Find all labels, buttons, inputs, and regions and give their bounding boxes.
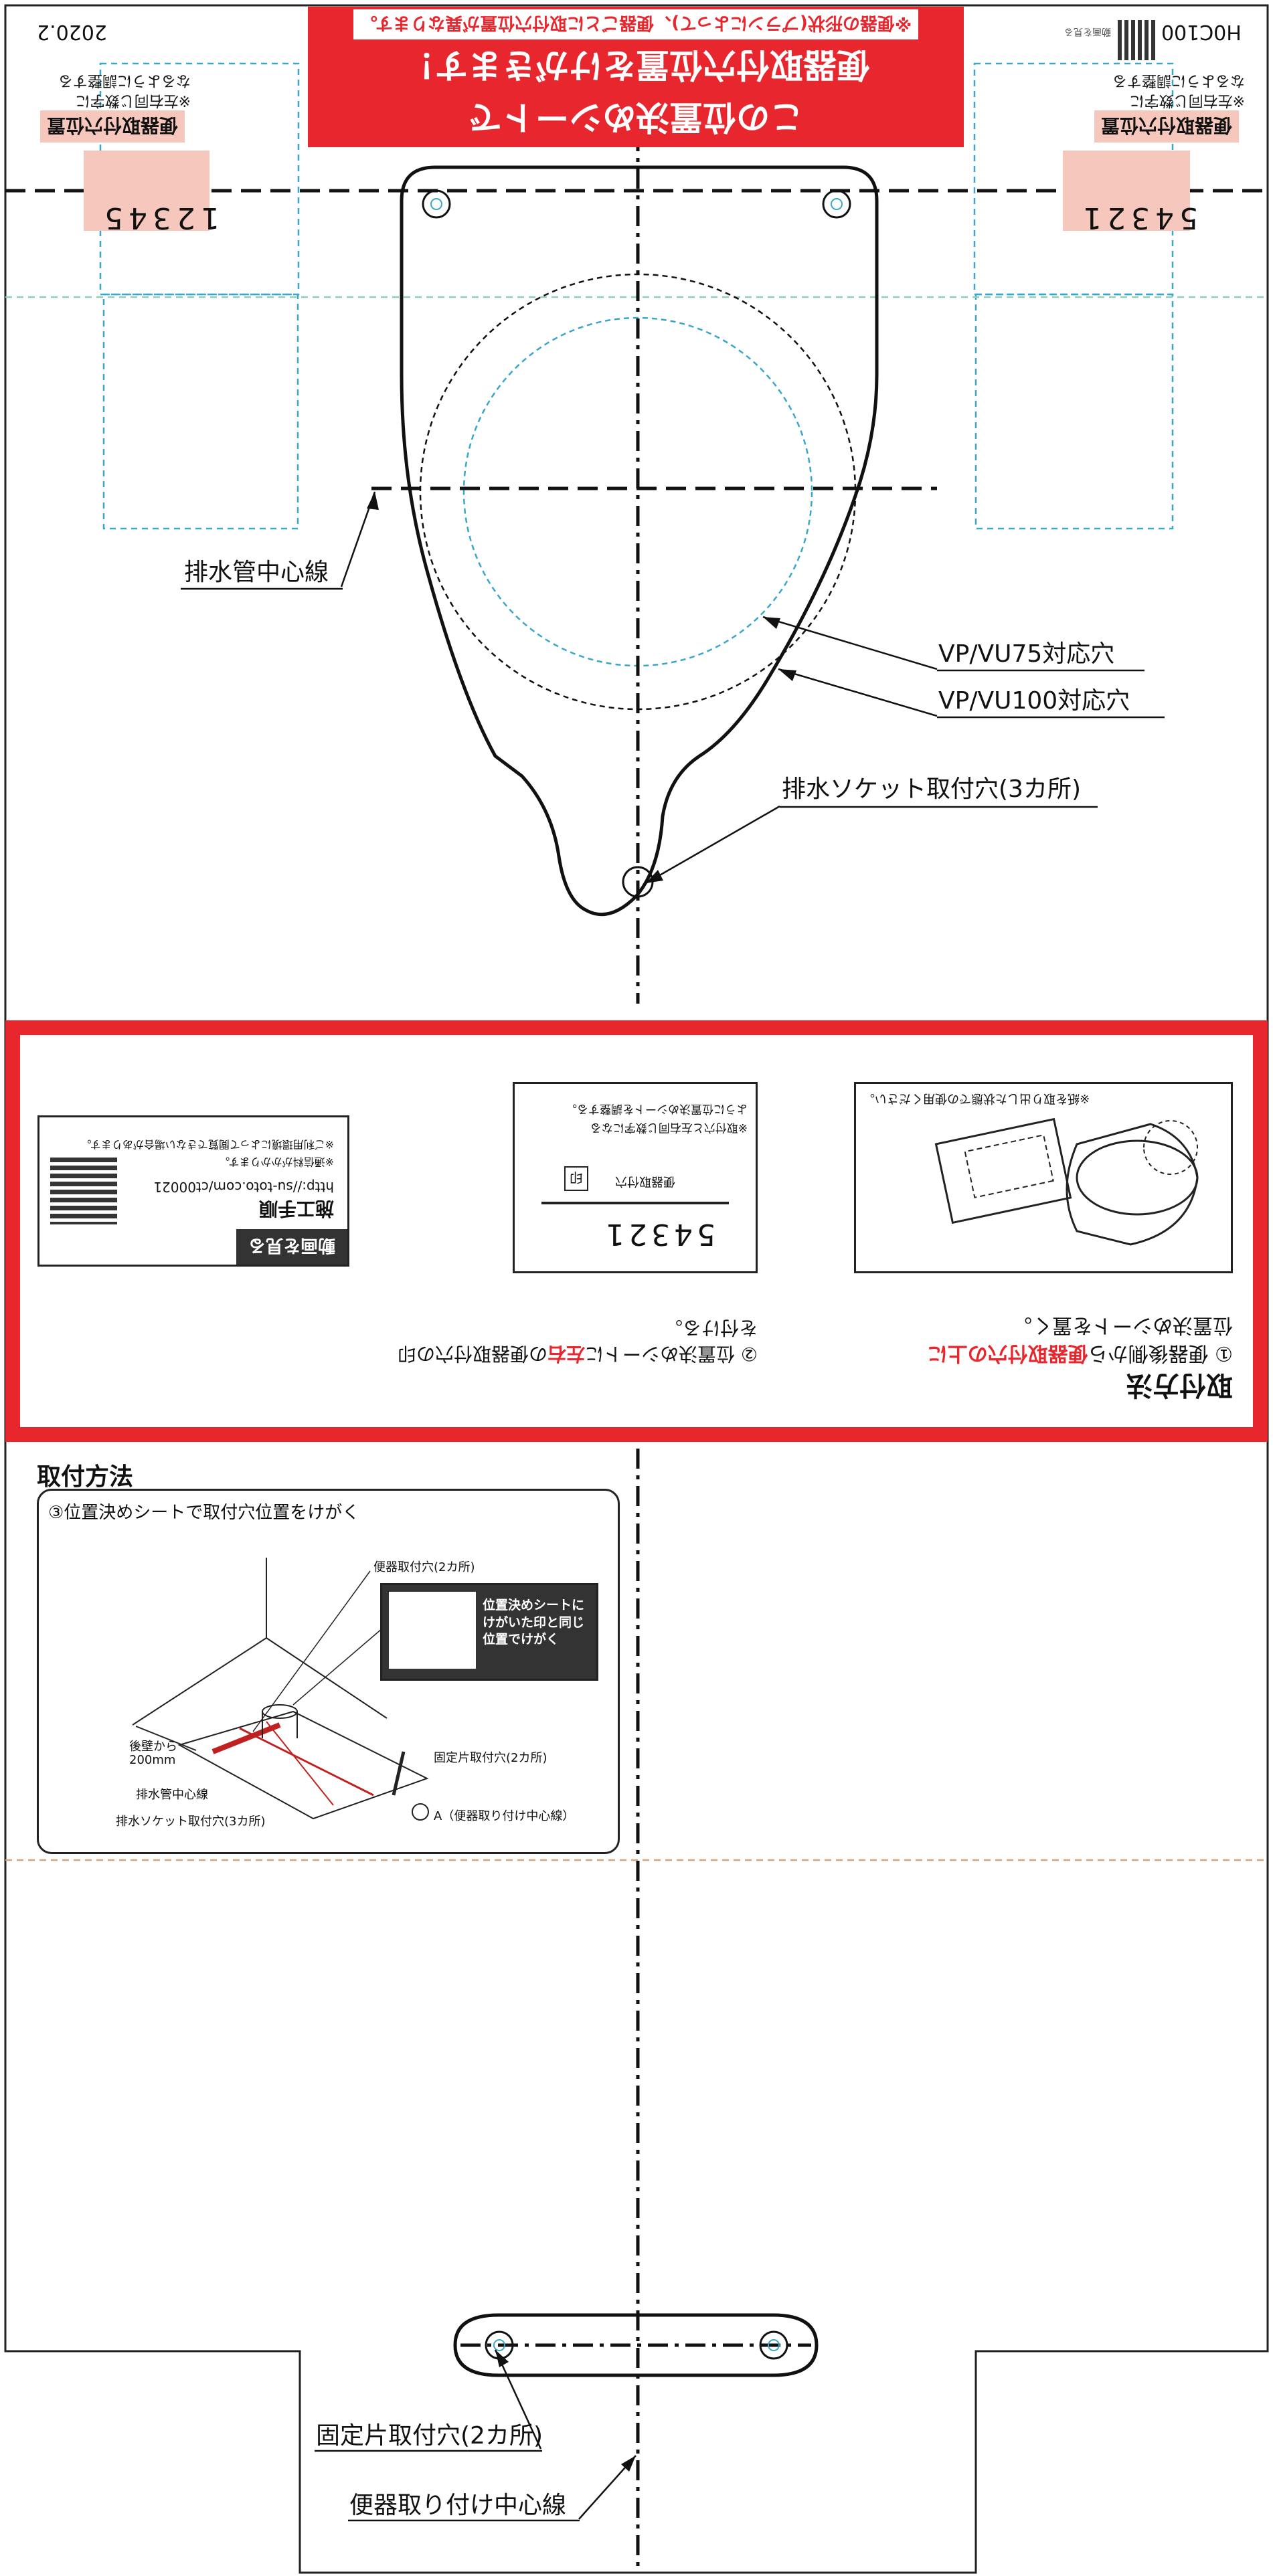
band-step2-note1: ※取付穴と左右同じ数字になる — [590, 1121, 748, 1134]
right-marker-title: 便器取付穴位置 — [1094, 110, 1240, 143]
method-panel: ③位置決めシートで取付穴位置をけがく 便器取付穴(2カ所) 位置決めシートに け… — [37, 1489, 620, 1854]
method-lbl-toilet-holes: 便器取付穴(2カ所) — [373, 1560, 475, 1574]
method-lbl-wall: 後壁から — [129, 1740, 177, 1754]
socket-label: 排水ソケット取付穴(3カ所) — [782, 775, 1081, 803]
vp75-label: VP/VU75対応穴 — [938, 640, 1115, 668]
band-step1-note: ※紙を取り出した状態での使用ください。 — [863, 1091, 1090, 1105]
right-marker-notes: ※左右同じ数字に なるように調整する — [1112, 72, 1245, 109]
right-marker-digits: 54321 — [1078, 201, 1198, 235]
method-inset: 位置決めシートに けがいた印と同じ 位置でけがく — [380, 1583, 598, 1681]
band-video-url[interactable]: http://su-toto.com/ct00021 — [153, 1179, 334, 1195]
band-illustration-2: 54321 便器取付穴 印 ※取付穴と左右同じ数字になる ように位置決めシートを… — [513, 1082, 758, 1273]
band-video-note1: ※通信料がかかります。 — [219, 1156, 334, 1168]
left-marker-title: 便器取付穴位置 — [40, 110, 185, 143]
band-step1: ① 便器後側から便器取付穴の上に 位置決めシートを置く。 — [927, 1313, 1233, 1365]
mount-hole-right — [822, 189, 851, 219]
center-line-label: 便器取り付け中心線 — [349, 2492, 567, 2519]
band-step2-note2: ように位置決めシートを調整する。 — [566, 1102, 748, 1115]
date-label: 2020.2 — [37, 20, 107, 43]
method-title: 取付方法 — [37, 1463, 134, 1491]
mount-hole-left — [422, 189, 451, 219]
band-video-note2: ※ご利用環境によって閲覧できない場合があります。 — [80, 1138, 334, 1151]
vp100-label: VP/VU100対応穴 — [938, 687, 1130, 715]
vp100-circle — [419, 273, 857, 711]
left-marker-digits-box — [84, 151, 209, 231]
band-step2-mark: 印 — [564, 1166, 588, 1191]
instruction-band: 取付方法 ① 便器後側から便器取付穴の上に 位置決めシートを置く。 ② 位置決め… — [5, 1020, 1268, 1442]
method-lbl-200: 200mm — [129, 1753, 176, 1767]
method-inset-2: けがいた印と同じ — [483, 1615, 585, 1630]
band-step2-hole: 便器取付穴 — [615, 1174, 675, 1188]
method-inset-3: 位置でけがく — [483, 1632, 560, 1647]
band-step2-digits: 54321 — [602, 1217, 715, 1251]
fix-hole-right — [759, 2330, 788, 2360]
band-illustration-1: ※紙を取り出した状態での使用ください。 — [854, 1082, 1233, 1273]
left-lower-guide — [102, 293, 299, 530]
leader-vp75 — [762, 616, 938, 670]
leader-socket — [645, 805, 780, 885]
leader-vp100 — [778, 668, 938, 717]
method-lbl-fix: 固定片取付穴(2カ所) — [434, 1751, 547, 1765]
qr-top-caption: 動画を見る — [1064, 26, 1111, 37]
sheet-outline — [4, 4, 1269, 2574]
method-illustration — [132, 1558, 429, 1821]
method-lbl-a: A（便器取り付け中心線） — [434, 1809, 575, 1823]
fix-hole-right-inner — [768, 2339, 780, 2351]
right-marker-digits-box — [1063, 151, 1190, 231]
model-code: H0C100 — [1161, 20, 1242, 43]
leader-fix — [494, 2349, 542, 2450]
banner-line2: 便器取付穴位置をけがきます！ — [402, 45, 870, 85]
right-lower-guide — [974, 293, 1174, 530]
fix-piece-outline — [453, 2313, 819, 2377]
band-video-label[interactable]: 動画を見る — [236, 1229, 347, 1265]
fix-holes-label: 固定片取付穴(2カ所) — [316, 2422, 543, 2450]
banner-line1: この位置決めシートで — [469, 98, 803, 137]
mount-hole-right-inner — [831, 198, 843, 210]
left-marker-digits: 12345 — [99, 201, 220, 235]
method-lbl-socket: 排水ソケット取付穴(3カ所) — [116, 1815, 266, 1829]
toilet-illustration — [934, 1117, 1199, 1246]
mount-hole-left-inner — [430, 198, 442, 210]
band-heading: 取付方法 — [1126, 1370, 1233, 1400]
method-step3: ③位置決めシートで取付穴位置をけがく — [48, 1503, 360, 1523]
band-step2: ② 位置決めシートに左右の便器取付穴の印を付ける。 — [397, 1316, 758, 1365]
band-qr-code — [50, 1158, 117, 1224]
drain-center-label: 排水管中心線 — [184, 559, 329, 586]
left-marker-notes: ※左右同じ数字に なるように調整する — [58, 72, 191, 109]
band-video-title: 施工手順 — [258, 1198, 334, 1220]
method-lbl-drain: 排水管中心線 — [136, 1788, 208, 1802]
band-video-panel: 動画を見る 施工手順 http://su-toto.com/ct00021 ※通… — [37, 1115, 349, 1267]
banner-note: ※便器の形状(プランによって)、便器ごとに取付穴位置が異なります。 — [353, 9, 919, 40]
top-banner: この位置決めシートで 便器取付穴位置をけがきます！ ※便器の形状(プランによって… — [308, 7, 964, 147]
qr-code-top — [1118, 20, 1158, 60]
template-body — [400, 165, 879, 917]
fix-hole-left-inner — [493, 2339, 505, 2351]
method-inset-1: 位置決めシートに — [483, 1598, 585, 1613]
